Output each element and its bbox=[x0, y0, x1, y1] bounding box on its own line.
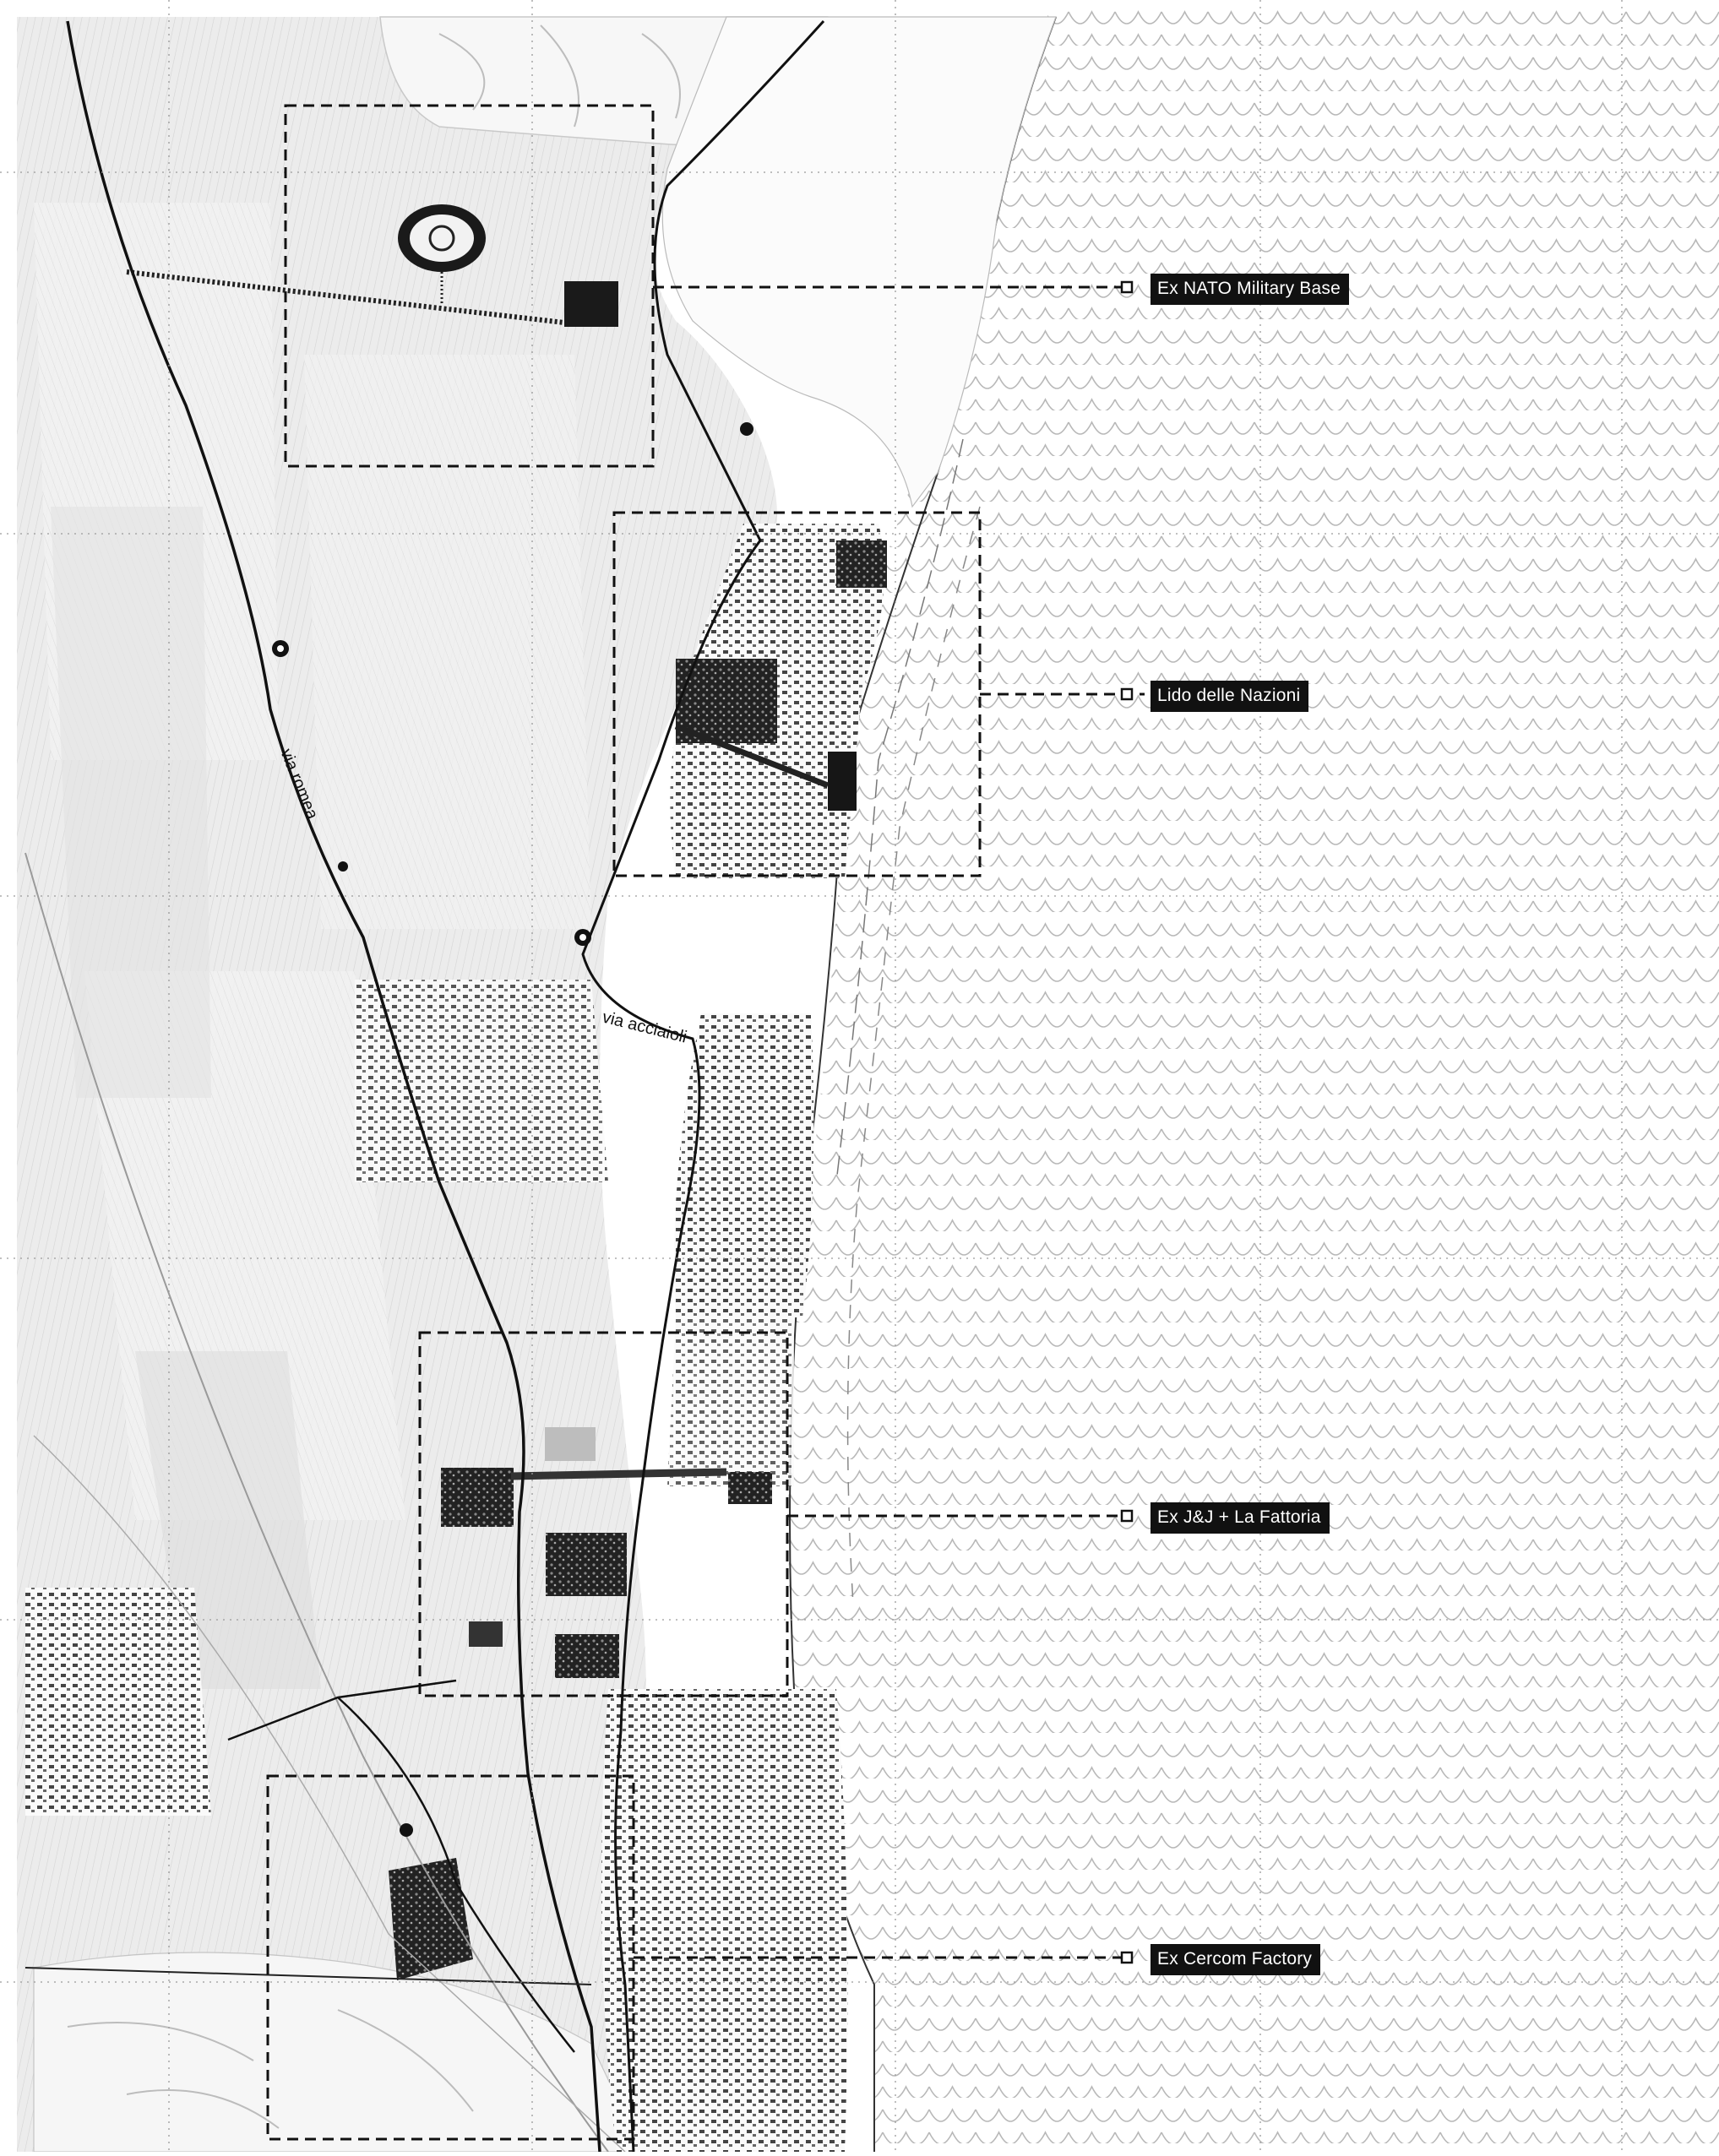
la-fattoria-site bbox=[546, 1533, 627, 1596]
estuary bbox=[661, 16, 1057, 508]
site-label-nato-base: Ex NATO Military Base bbox=[1151, 274, 1349, 305]
marker-lido bbox=[1120, 687, 1134, 701]
cercom-site bbox=[389, 1858, 473, 1980]
town-centre bbox=[355, 980, 608, 1182]
marker-nato bbox=[1120, 280, 1134, 294]
jj-site-west bbox=[441, 1468, 514, 1527]
nato-base-block bbox=[564, 281, 618, 327]
pin-icon bbox=[740, 422, 753, 436]
coastline-dunes bbox=[835, 438, 964, 1183]
pin-icon bbox=[400, 1823, 413, 1837]
frame-lido-delle-nazioni bbox=[612, 511, 982, 877]
frame-nato-base bbox=[284, 104, 655, 468]
via-acciaioli-road bbox=[581, 19, 825, 2153]
sea-area bbox=[788, 0, 1719, 2152]
coastal-town-mid bbox=[674, 1013, 814, 1317]
marker-jj bbox=[1120, 1509, 1134, 1523]
pin-icon bbox=[574, 929, 591, 946]
lido-site-core bbox=[676, 659, 777, 743]
site-label-cercom: Ex Cercom Factory bbox=[1151, 1944, 1321, 1975]
western-town bbox=[25, 1588, 211, 1816]
via-acciaioli-label: via acciaioli bbox=[601, 1008, 689, 1047]
via-romea-road bbox=[66, 20, 601, 2153]
jj-site-east bbox=[728, 1472, 772, 1504]
pin-icon bbox=[338, 861, 348, 872]
pin-icon bbox=[272, 640, 289, 657]
frame-cercom bbox=[266, 1774, 635, 2141]
secondary-road bbox=[227, 1679, 575, 2053]
marker-cercom bbox=[1120, 1951, 1134, 1964]
coastal-town-south bbox=[601, 1689, 848, 2152]
railway bbox=[24, 852, 609, 2153]
site-label-jj-fattoria: Ex J&J + La Fattoria bbox=[1151, 1502, 1330, 1534]
site-label-lido-delle-nazioni: Lido delle Nazioni bbox=[1151, 681, 1309, 712]
frame-jj-fattoria bbox=[418, 1331, 789, 1697]
wetland-south bbox=[33, 1952, 643, 2153]
lido-site-north bbox=[836, 540, 887, 588]
